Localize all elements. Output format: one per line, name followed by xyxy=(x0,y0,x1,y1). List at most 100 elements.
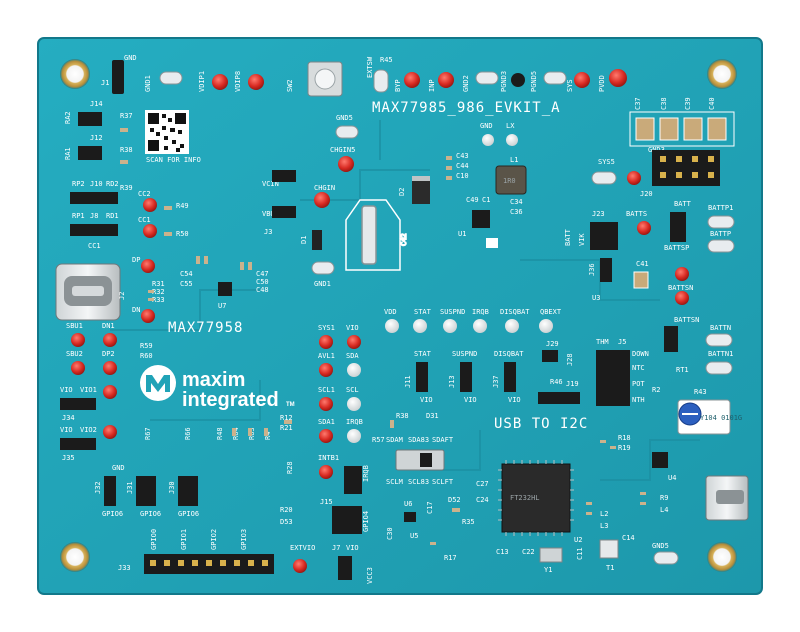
silk-j12: J12 xyxy=(90,134,103,142)
silk-c34: C34 xyxy=(510,198,523,206)
board-title: MAX77985_986_EVKIT_A xyxy=(372,100,561,116)
irq-gpio-jumpers: IRQB J15 GPIO4 R20 D53 EXTVIO J7 VIO VCC… xyxy=(280,465,374,584)
silk-j14: J14 xyxy=(90,100,103,108)
test-point-vio1 xyxy=(103,385,117,399)
silk-vio-j7: VIO xyxy=(346,544,359,552)
test-point-extvio xyxy=(293,559,307,573)
silk-rt1: RT1 xyxy=(676,366,689,374)
silk-sys5: SYS5 xyxy=(598,158,615,166)
silk-l3: L3 xyxy=(600,522,608,530)
silk-r28: R28 xyxy=(286,461,294,474)
jumper-j35 xyxy=(60,438,96,450)
test-point-byp xyxy=(404,72,420,88)
silk-chgin5: CHGIN5 xyxy=(330,146,355,154)
silk-pgnd3: PGND3 xyxy=(500,71,508,92)
test-loop-battp xyxy=(707,239,735,253)
diode-d2-band xyxy=(412,176,430,181)
silk-cc1: CC1 xyxy=(138,216,151,224)
brand-line1: maxim xyxy=(182,369,245,391)
silk-y1: Y1 xyxy=(544,566,552,574)
silk-r31: R31 xyxy=(152,280,165,288)
test-point-stat xyxy=(413,319,427,333)
bulk-capacitors: C37 C38 C39 C40 GND3 xyxy=(629,97,735,154)
test-loop-gnd1 xyxy=(159,71,183,85)
silk-dn: DN xyxy=(132,306,140,314)
test-point-disqbat xyxy=(505,319,519,333)
chgin-area: GND5 CHGIN5 VCIN CHGIN VBUS J3 D1 GND1 xyxy=(262,114,359,288)
brand-line2: integrated xyxy=(182,389,279,411)
sbu-area: SBU1 DN1 SBU2 DP2 R59 R60 xyxy=(66,322,153,375)
battery-outline xyxy=(345,199,401,271)
silk-c14: C14 xyxy=(622,534,635,542)
silk-r66: R66 xyxy=(184,427,192,440)
jumper-j10 xyxy=(70,192,118,204)
capacitor-c41 xyxy=(633,271,649,289)
mounting-holes xyxy=(60,59,737,572)
silk-r33: R33 xyxy=(152,296,165,304)
silk-u1: U1 xyxy=(458,230,466,238)
silk-scl83: SCL83 xyxy=(408,478,429,486)
push-button-cap xyxy=(314,68,336,90)
silk-cc2: CC2 xyxy=(138,190,151,198)
test-loop-extsw xyxy=(373,69,389,93)
test-point-chgin5 xyxy=(338,156,354,172)
silk-j7: J7 xyxy=(332,544,340,552)
silk-r2: R2 xyxy=(652,386,660,394)
header-irqb xyxy=(344,466,362,494)
silk-dn1: DN1 xyxy=(102,322,115,330)
silk-c48: C48 xyxy=(256,286,269,294)
silk-l1: L1 xyxy=(510,156,518,164)
silk-vio1: VIO1 xyxy=(80,386,97,394)
test-point-sda1 xyxy=(319,429,333,443)
test-point-chgin xyxy=(314,192,330,208)
qr-finder xyxy=(148,113,159,124)
header-j30 xyxy=(178,476,198,506)
silk-sda: SDA xyxy=(346,352,359,360)
silk-sys: SYS xyxy=(566,79,574,92)
silk-r17: R17 xyxy=(444,554,457,562)
silk-vdip1: VDIP1 xyxy=(198,71,206,92)
micro-usb-area: R18 R19 U4 R9 L4 L2 L3 GND5 xyxy=(600,434,749,565)
pmic-u7: C54 C55 U7 C47 C50 C48 MAX77958 xyxy=(168,270,269,336)
silk-j8: J8 xyxy=(90,212,98,220)
buck-area: GND LX C43 C44 C10 L1 1R0 D2 C49 C1 U1 C… xyxy=(398,122,527,248)
silk-c1: C1 xyxy=(482,196,490,204)
test-point-battsp xyxy=(675,267,689,281)
silk-ntc: NTC xyxy=(632,364,645,372)
silk-thm: THM xyxy=(596,338,609,346)
silk-sclm: SCLM xyxy=(386,478,403,486)
silk-disqbat: DISQBAT xyxy=(500,308,530,316)
silk-j2: J2 xyxy=(118,292,126,300)
silk-rd2: RD2 xyxy=(106,180,119,188)
silk-j36: J36 xyxy=(588,263,596,276)
mounting-hole xyxy=(707,542,737,572)
header-j32 xyxy=(104,476,116,506)
silk-rd1: RD1 xyxy=(106,212,119,220)
silk-sda83: SDA83 xyxy=(408,436,429,444)
silk-stat: STAT xyxy=(414,308,432,316)
silk-j10: J10 xyxy=(90,180,103,188)
usb-bridge-u2: FT232HL U2 C27 D52 C24 R35 U6 C30 U5 C17… xyxy=(386,460,635,574)
silk-c54: C54 xyxy=(180,270,193,278)
ic-u6 xyxy=(404,512,416,522)
test-point-avl1 xyxy=(319,363,333,377)
header-j7 xyxy=(338,556,352,580)
header-j20 xyxy=(652,150,720,186)
test-loop-gnd5 xyxy=(335,125,359,139)
header-j31 xyxy=(136,476,156,506)
ic-u2-marking: FT232HL xyxy=(510,494,540,502)
test-point-dn1 xyxy=(103,333,117,347)
silk-c11: C11 xyxy=(576,547,584,560)
i2c-select-switch: R57 SDAM SDA83 SDAFT SCLM SCL83 SCLFT R3… xyxy=(372,412,454,486)
silk-c43: C43 xyxy=(456,152,469,160)
config-jumpers: STAT SUSPND DISQBAT J11 J13 J37 VIO VIO … xyxy=(404,340,580,404)
test-point-dp xyxy=(141,259,155,273)
usb-port-small xyxy=(486,238,498,248)
silk-sdaft: SDAFT xyxy=(432,436,454,444)
test-point-vdip8 xyxy=(248,74,264,90)
test-point-vdip1 xyxy=(212,74,228,90)
header-j23 xyxy=(590,222,618,250)
i2c-test-points: SYS1 VIO AVL1 SDA SCL1 SCL SDA1 IRQB R12… xyxy=(280,324,363,479)
maxim-integrated-logo: maxim integrated TM xyxy=(140,365,295,411)
